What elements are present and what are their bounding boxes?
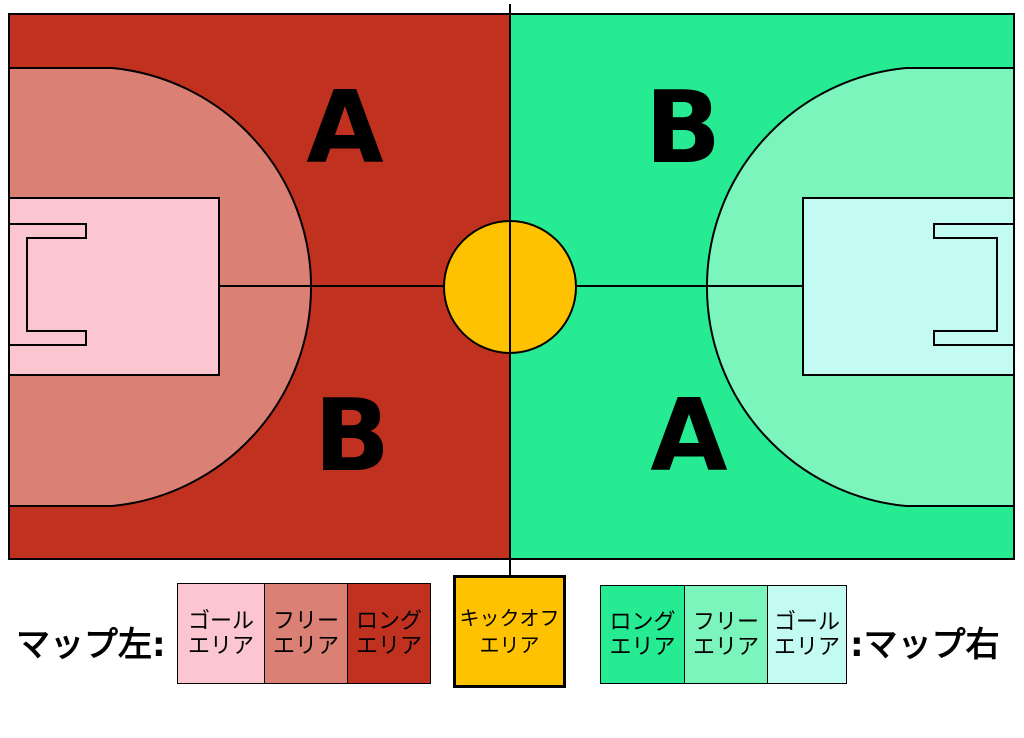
legend-left-goal-area: ゴール エリア [177,583,265,684]
legend-line: エリア [609,634,676,660]
right-goal-box [933,223,1014,346]
legend-line: エリア [773,634,840,660]
legend-line: エリア [355,633,422,659]
legend-text: フリー エリア [273,609,339,659]
legend-text: フリー エリア [693,610,759,660]
legend-line: エリア [187,633,254,659]
legend-kickoff-area: キックオフ エリア [453,575,566,688]
legend-line: ロング [355,608,422,634]
legend-right-goal-area: ゴール エリア [767,585,847,684]
legend-text: ロング エリア [356,609,422,659]
legend-left-free-area: フリー エリア [264,583,348,684]
left-goal-box [9,223,87,346]
legend-line: ゴール [187,608,254,634]
legend-text: ゴール エリア [188,609,254,659]
legend-text: キックオフ エリア [460,605,560,659]
legend-line: ロング [609,609,676,635]
legend-line: キックオフ [459,605,560,630]
zone-label-left-top: A [306,69,383,186]
legend-line: エリア [479,632,540,657]
legend-right-long-area: ロング エリア [600,585,685,684]
legend-text: ゴール エリア [774,610,840,660]
legend-line: フリー [272,608,339,634]
legend-line: エリア [272,633,339,659]
legend-right-free-area: フリー エリア [684,585,768,684]
zone-label-right-bottom: A [650,377,727,494]
zone-label-right-top: B [645,69,721,186]
legend-left-label: マップ左: [16,625,166,665]
legend-line: フリー [692,609,759,635]
legend-left-long-area: ロング エリア [347,583,431,684]
legend-text: ロング エリア [609,610,675,660]
right-goal-area [802,197,1015,376]
legend-line: ゴール [773,609,840,635]
legend-line: エリア [692,634,759,660]
zone-label-left-bottom: B [314,377,390,494]
legend-right-label: :マップ右 [850,625,1000,665]
